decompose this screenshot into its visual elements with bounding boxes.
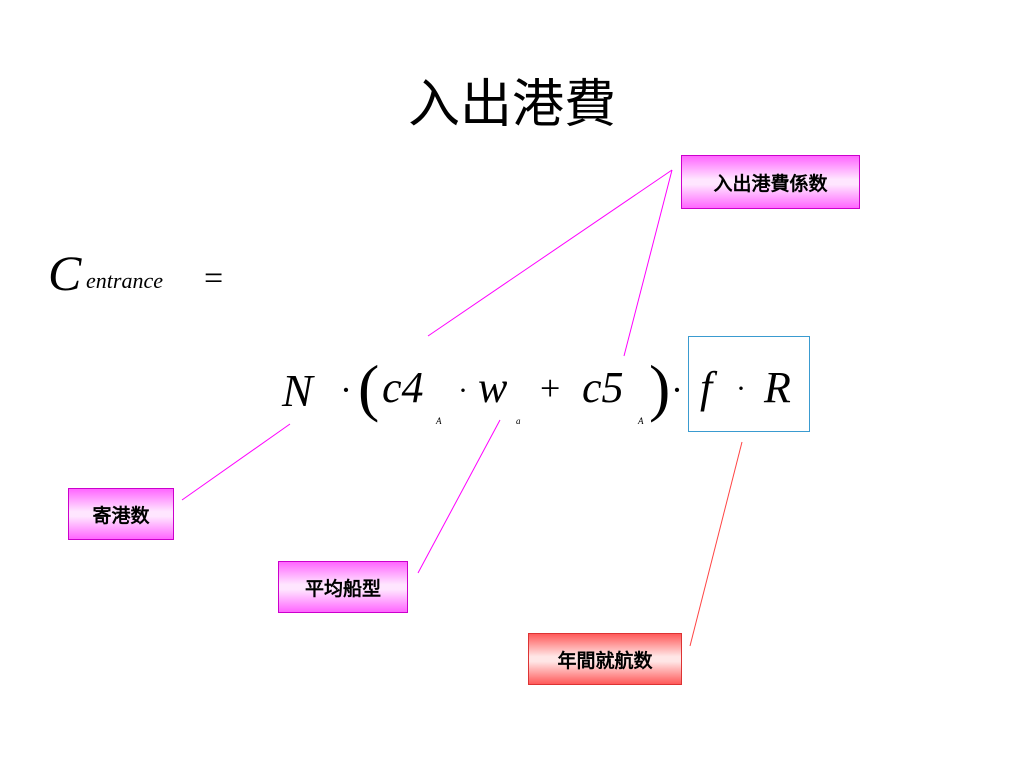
left-paren: ( — [358, 352, 380, 423]
callout-annual-voyages: 年間就航数 — [528, 633, 682, 685]
connector-coef-c4 — [427, 169, 673, 337]
callout-port-calls: 寄港数 — [68, 488, 174, 540]
operator-dot: · — [340, 370, 352, 410]
term-r: R — [764, 363, 791, 412]
subscript-c5: A — [638, 416, 644, 426]
callout-coefficient: 入出港費係数 — [681, 155, 860, 209]
term-c5: c5 — [582, 363, 624, 412]
right-paren: ) — [649, 352, 671, 423]
term-c4: c4 — [382, 363, 424, 412]
formula-equals: = — [204, 260, 224, 297]
subscript-w: a — [516, 416, 521, 426]
operator-plus: + — [540, 368, 561, 408]
term-f: f — [700, 363, 713, 412]
term-n: N — [282, 365, 313, 416]
operator-dot: · — [671, 370, 683, 410]
page-title: 入出港費 — [407, 75, 616, 135]
formula-lhs-subscript: entrance — [86, 268, 163, 293]
formula-lhs-symbol: C — [48, 245, 82, 301]
connector-voyages-fr — [689, 441, 743, 647]
f-r-highlight-box — [688, 336, 810, 432]
operator-dot: · — [458, 374, 468, 407]
connector-portcalls-n — [181, 423, 291, 501]
callout-avg-ship-size: 平均船型 — [278, 561, 408, 613]
term-w: w — [478, 363, 508, 412]
connector-shipsize-w — [417, 419, 501, 574]
subscript-c4: A — [436, 416, 442, 426]
operator-dot: · — [736, 372, 746, 405]
connector-coef-c5 — [623, 169, 673, 357]
